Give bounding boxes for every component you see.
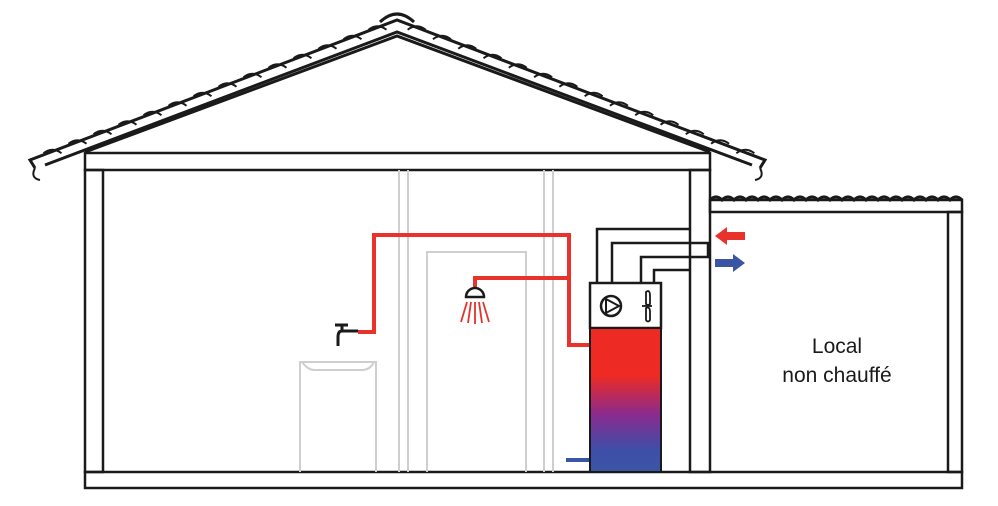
roof-tile (659, 120, 680, 126)
roof-tile (367, 25, 388, 31)
tap-icon (335, 323, 358, 346)
roof-tile (92, 129, 113, 136)
roof-tile (609, 101, 629, 107)
roof-tile (710, 139, 730, 145)
roof-tile (217, 82, 238, 88)
roof-tile (432, 34, 452, 41)
roof-tile (584, 91, 604, 98)
roof-tile (167, 101, 188, 107)
roof (27, 12, 768, 181)
fan-icon (642, 290, 652, 323)
roof-tile (457, 44, 477, 50)
roof-tile (267, 63, 288, 69)
interior-furniture (299, 170, 554, 472)
roof-tile (42, 148, 63, 155)
roof-tile (634, 110, 654, 117)
roof-tile (142, 110, 163, 117)
roof-tile (292, 53, 313, 60)
roof-tile (407, 25, 427, 31)
roof-tile (342, 34, 363, 41)
roof-tile (192, 91, 213, 98)
cold-air-out-arrow (715, 254, 745, 272)
roof-tile (508, 63, 528, 69)
roof-tile (685, 129, 705, 136)
air-ducts (595, 227, 710, 283)
roof-tiles (42, 25, 755, 155)
roof-tile (735, 148, 755, 155)
roof-tile (533, 72, 553, 79)
roof-tile (117, 120, 138, 126)
roof-tile (67, 139, 88, 145)
roof-tile (558, 82, 578, 88)
hot-air-in-arrow (715, 227, 745, 245)
heat-pump-water-heater (588, 281, 663, 473)
shower-icon (460, 286, 490, 324)
pump-icon (599, 294, 623, 318)
hot-water-pipes (358, 233, 590, 347)
roof-tile (317, 44, 338, 50)
roof-tile (482, 53, 503, 60)
roof-tile (242, 72, 263, 79)
room-label-line1: Local (812, 335, 862, 358)
house-structure (83, 151, 964, 490)
room-label-line2: non chauffé (782, 364, 891, 387)
